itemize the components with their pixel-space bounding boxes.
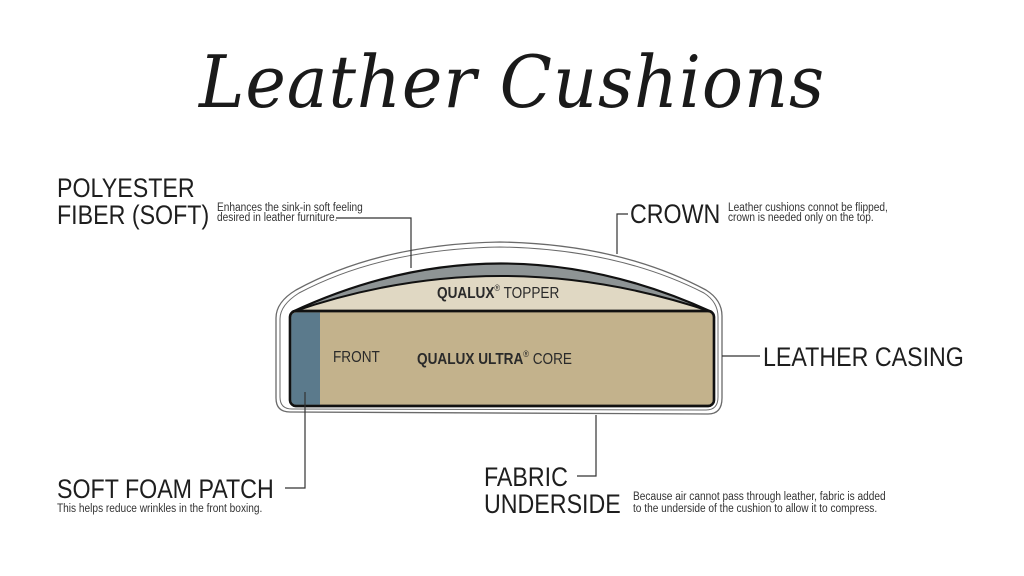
fabric-underside-title-line2: UNDERSIDE [484,489,621,519]
topper-label: QUALUX® TOPPER [437,283,560,302]
polyester-desc-line2: desired in leather furniture. [217,212,338,224]
crown-desc-line1: Leather cushions connot be flipped, [728,202,888,214]
front-label: FRONT [333,349,380,366]
foam-patch-leader [285,392,306,489]
leather-casing-inner [279,246,719,411]
polyester-desc-line1: Enhances the sink-in soft feeling [217,202,363,214]
foam-patch-title: SOFT FOAM PATCH [57,474,274,504]
crown-desc-line2: crown is needed only on the top. [728,212,874,224]
fabric-underside-desc-line1: Because air cannot pass through leather,… [633,491,886,503]
core-label: QUALUX ULTRA® CORE [417,349,573,368]
soft-foam-patch [291,312,320,405]
polyester-leader [336,217,412,268]
foam-patch-desc: This helps reduce wrinkles in the front … [57,503,263,515]
leather-casing-outer [275,241,723,415]
crown-title: CROWN [630,199,721,229]
crown-leader [616,213,628,254]
fabric-underside-leader [577,415,597,477]
fabric-underside-title-line1: FABRIC [484,462,568,492]
leather-casing-title: LEATHER CASING [763,342,964,372]
fabric-underside-desc-line2: to the underside of the cushion to allow… [633,503,878,515]
polyester-title-line2: FIBER (SOFT) [57,200,210,230]
diagram-title: Leather Cushions [198,40,826,124]
topper-layer [291,275,713,313]
polyester-title-line1: POLYESTER [57,173,195,203]
